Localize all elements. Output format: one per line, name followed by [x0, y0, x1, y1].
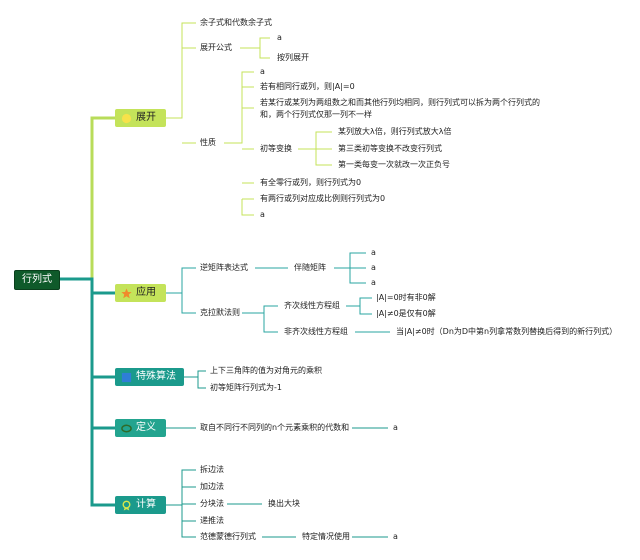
leaf-elementary-matrix: 初等矩阵行列式为-1	[210, 383, 282, 392]
branch-apply-label: 应用	[136, 287, 156, 298]
badge-icon	[122, 500, 131, 511]
homogeneous-zero: |A|≠0是仅有0解	[376, 309, 436, 318]
leaf-cramer: 克拉默法则	[200, 308, 240, 317]
leaf-expansion-a: a	[277, 33, 282, 42]
branch-expand-label: 展开	[136, 112, 156, 123]
leaf-properties: 性质	[200, 138, 216, 147]
leaf-nonhomogeneous: 非齐次线性方程组	[284, 327, 348, 336]
prop-elementary-transform: 初等变换	[260, 144, 292, 153]
branch-special-label: 特殊算法	[136, 371, 176, 382]
prop-split-line1: 若某行或某列为两组数之和而其他行列均相同，则行列式可以拆为两个行列式的	[260, 98, 540, 107]
branch-compute[interactable]: 计算	[115, 496, 166, 514]
branch-define[interactable]: 定义	[115, 419, 166, 437]
definition-a: a	[393, 423, 398, 432]
vandermonde-a: a	[393, 532, 398, 541]
prop-split-line2: 和，两个行列式仅那一列不一样	[260, 110, 372, 119]
leaf-block-method: 分块法	[200, 499, 224, 508]
leaf-triangular: 上下三角阵的值为对角元的乘积	[210, 366, 322, 375]
transform-type3: 第三类初等变换不改变行列式	[338, 144, 442, 153]
prop-zero-row: 有全零行或列，则行列式为0	[260, 178, 362, 187]
vandermonde-usage: 特定情况使用	[302, 532, 350, 541]
adjugate-a2: a	[371, 263, 376, 272]
branch-define-label: 定义	[136, 422, 156, 433]
leaf-cofactor: 余子式和代数余子式	[200, 18, 272, 27]
branch-apply[interactable]: 应用	[115, 284, 166, 302]
leaf-homogeneous: 齐次线性方程组	[284, 301, 340, 310]
leaf-expand-by-column: 按列展开	[277, 53, 309, 62]
prop-a-bottom: a	[260, 210, 265, 219]
leaf-definition: 取自不同行不同列的n个元素乘积的代数和	[200, 423, 350, 432]
leaf-inverse-expression: 逆矩阵表达式	[200, 263, 248, 272]
transform-scale: 某列放大λ倍，则行列式放大λ倍	[338, 127, 452, 136]
leaf-vandermonde: 范德蒙德行列式	[200, 532, 256, 541]
branch-compute-label: 计算	[136, 499, 156, 510]
sun-icon	[121, 113, 132, 123]
homogeneous-nonzero: |A|=0时有非0解	[376, 293, 436, 302]
leaf-split-edge: 拆边法	[200, 465, 224, 474]
leaf-expansion-formula: 展开公式	[200, 43, 232, 52]
prop-same-rows: 若有相同行或列，则|A|=0	[260, 82, 355, 91]
branch-expand[interactable]: 展开	[115, 109, 166, 127]
nonhomogeneous-rule: 当|A|≠0时（Dn为D中第n列拿常数列替换后得到的新行列式）	[396, 327, 618, 336]
leaf-recursion: 递推法	[200, 516, 224, 525]
adjugate-a3: a	[371, 278, 376, 287]
block-swap-out: 换出大块	[268, 499, 300, 508]
prop-proportional: 有两行或列对应成比例则行列式为0	[260, 194, 386, 203]
root-node[interactable]: 行列式	[14, 270, 60, 290]
adjugate-a1: a	[371, 248, 376, 257]
transform-type1: 第一类每变一次就改一次正负号	[338, 160, 450, 169]
leaf-border-method: 加边法	[200, 482, 224, 491]
loop-icon	[121, 424, 132, 432]
root-label: 行列式	[22, 274, 52, 285]
square-icon	[121, 372, 132, 382]
prop-a-top: a	[260, 67, 265, 76]
branch-special[interactable]: 特殊算法	[115, 368, 184, 386]
star-icon	[121, 287, 132, 298]
leaf-adjugate: 伴随矩阵	[294, 263, 326, 272]
